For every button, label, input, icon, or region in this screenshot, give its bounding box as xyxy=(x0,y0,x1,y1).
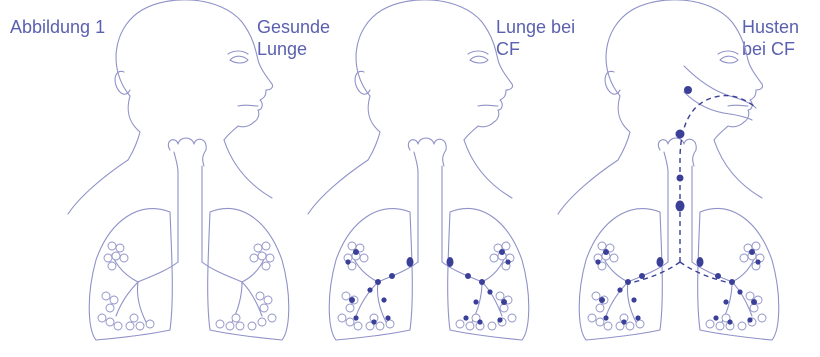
cf-lung-figure xyxy=(308,0,529,340)
healthy-lung-figure xyxy=(68,0,289,340)
cf-cough-figure xyxy=(558,0,779,340)
